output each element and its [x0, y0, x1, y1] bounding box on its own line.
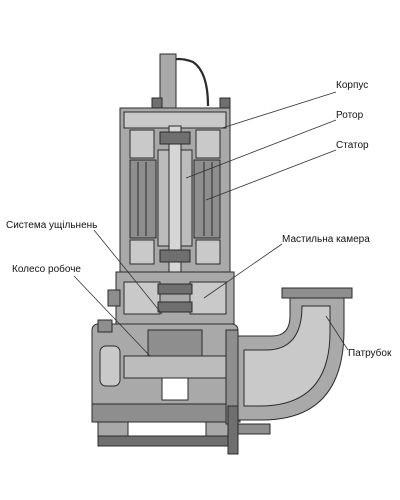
guide-rail-post	[227, 405, 239, 455]
winding-end-bottom-left	[129, 239, 155, 265]
mechanical-seal-upper	[157, 283, 193, 295]
guide-bracket	[235, 423, 271, 435]
winding-end-top-right	[195, 129, 221, 159]
volute-flange-left	[97, 319, 113, 333]
leader-stator	[205, 149, 337, 201]
seal-flange-left	[107, 289, 121, 307]
label-korpus: Корпус	[336, 80, 368, 91]
leader-oil-chamber	[203, 243, 283, 299]
winding-end-top-left	[129, 129, 155, 159]
impeller	[123, 355, 227, 379]
oil-chamber-cavity-left	[123, 281, 161, 315]
impeller-eye	[161, 377, 189, 401]
impeller-hub	[147, 329, 203, 361]
mechanical-seal-lower	[157, 301, 193, 313]
leader-rotor	[185, 119, 337, 179]
label-stator: Статор	[336, 140, 369, 151]
leader-outlet	[325, 315, 349, 351]
stator-right	[193, 159, 221, 239]
outlet-flange	[281, 287, 353, 299]
volute-channel-left	[99, 345, 121, 387]
stator-left	[129, 159, 157, 239]
winding-end-bottom-right	[195, 239, 221, 265]
leader-impeller	[73, 275, 151, 357]
base-bottom-rail	[97, 435, 239, 447]
label-seal-system: Система ущільнень	[6, 220, 97, 231]
leader-seal-system	[93, 229, 163, 315]
label-rotor: Ротор	[336, 110, 364, 121]
label-impeller: Колесо робоче	[12, 263, 81, 275]
upper-bearing	[159, 131, 191, 145]
elbow-inner-channel	[243, 305, 331, 407]
label-oil-chamber: Мастильна камера	[282, 234, 370, 245]
label-outlet: Патрубок	[348, 347, 392, 359]
leader-korpus	[221, 91, 337, 129]
base-foot-left	[97, 421, 129, 437]
lower-bearing	[159, 249, 191, 263]
base-plate	[91, 403, 241, 423]
